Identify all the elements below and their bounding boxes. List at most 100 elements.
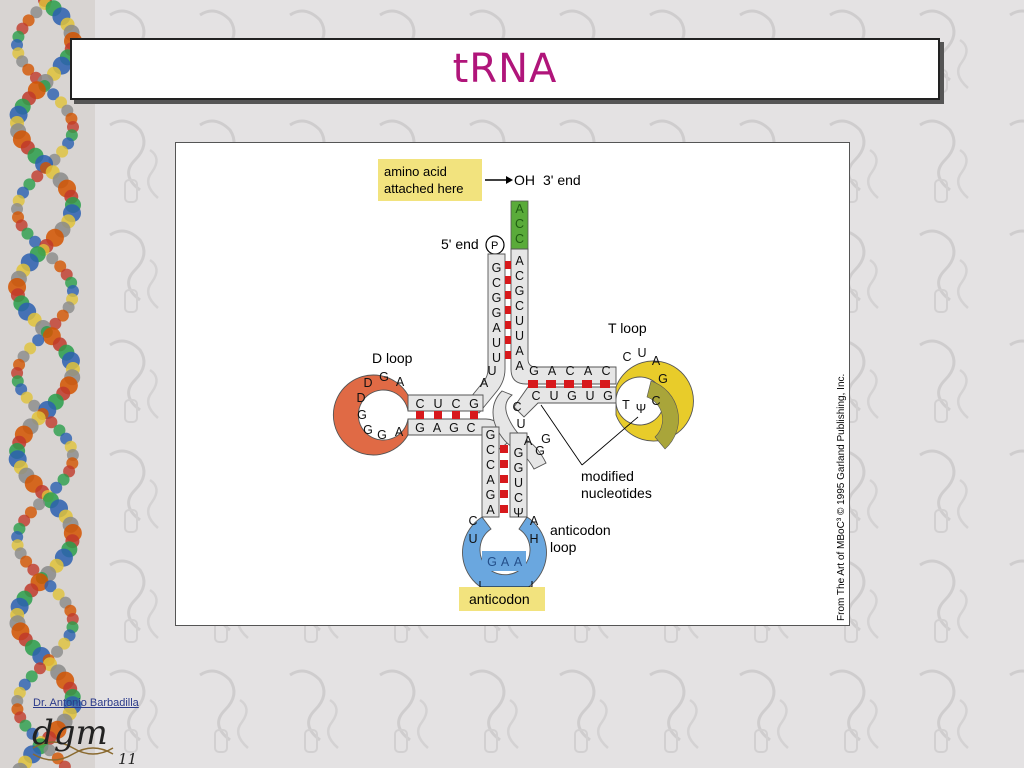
acc-nucleotide: C bbox=[515, 232, 524, 246]
variable-loop-nucleotide: C bbox=[512, 400, 521, 414]
amino-acid-label-line2: attached here bbox=[384, 181, 464, 196]
base-pair bbox=[500, 460, 508, 468]
junction-nucleotide: U bbox=[487, 364, 496, 378]
helix-bead bbox=[51, 752, 64, 765]
d-loop-label: D loop bbox=[372, 350, 413, 366]
anticodon-loop-nucleotide: C bbox=[468, 514, 477, 528]
helix-bead bbox=[22, 14, 35, 27]
variable-loop-nucleotide: U bbox=[516, 417, 525, 431]
acceptor-right-nucleotide: A bbox=[515, 344, 524, 358]
base-pair bbox=[416, 411, 424, 419]
modified-pointer-2 bbox=[581, 416, 639, 466]
t-stem-nucleotide: C bbox=[531, 389, 540, 403]
modified-label-line1: modified bbox=[581, 468, 634, 484]
base-pair bbox=[434, 411, 442, 419]
anticodon-stem-nucleotide: C bbox=[514, 491, 523, 505]
dna-helix-decoration bbox=[0, 0, 95, 768]
acceptor-left-nucleotide: G bbox=[492, 291, 502, 305]
anticodon-stem-nucleotide: G bbox=[486, 488, 496, 502]
anticodon-stem-nucleotide: C bbox=[486, 458, 495, 472]
d-loop-nucleotide: G bbox=[357, 408, 367, 422]
attachment-arrow-head bbox=[506, 176, 513, 184]
junction-nucleotide: A bbox=[480, 376, 489, 390]
base-pair bbox=[500, 490, 508, 498]
acceptor-stem-right-strand bbox=[510, 248, 617, 385]
t-stem-nucleotide: G bbox=[567, 389, 577, 403]
modified-pointer-1 bbox=[540, 404, 583, 466]
base-pair bbox=[500, 445, 508, 453]
d-loop-nucleotide: D bbox=[356, 391, 365, 405]
helix-bead bbox=[24, 506, 37, 519]
d-stem-nucleotide: C bbox=[466, 421, 475, 435]
helix-bead bbox=[20, 555, 33, 568]
base-pair bbox=[500, 505, 508, 513]
t-stem-nucleotide: A bbox=[548, 364, 557, 378]
anticodon-loop-nucleotide: U bbox=[468, 532, 477, 546]
variable-loop-nucleotide: A bbox=[524, 434, 533, 448]
acceptor-right-nucleotide: A bbox=[515, 254, 524, 268]
t-loop-nucleotide: U bbox=[637, 346, 646, 360]
anticodon-loop-nucleotide: H bbox=[529, 532, 538, 546]
helix-bead bbox=[32, 334, 45, 347]
anticodon-stem-nucleotide: G bbox=[514, 461, 524, 475]
three-prime-end-label: 3' end bbox=[543, 172, 581, 188]
t-loop-label: T loop bbox=[608, 320, 647, 336]
dgm-logo: dgm bbox=[32, 713, 114, 761]
t-stem-nucleotide: C bbox=[565, 364, 574, 378]
base-pair bbox=[500, 475, 508, 483]
acceptor-right-nucleotide: U bbox=[515, 314, 524, 328]
anticodon-loop-label-line1: anticodon bbox=[550, 522, 611, 538]
acceptor-left-nucleotide: U bbox=[492, 351, 501, 365]
helix-bead bbox=[45, 416, 58, 429]
d-loop-nucleotide: D bbox=[363, 376, 372, 390]
variable-loop-nucleotide: G bbox=[541, 432, 551, 446]
d-stem-nucleotide: C bbox=[415, 397, 424, 411]
helix-bead bbox=[52, 588, 65, 601]
helix-bead bbox=[55, 96, 68, 109]
base-pair bbox=[452, 411, 460, 419]
anticodon-nucleotide: A bbox=[514, 555, 523, 569]
helix-bead bbox=[44, 580, 57, 593]
page-number: 11 bbox=[118, 750, 138, 768]
helix-bead bbox=[33, 498, 46, 511]
base-pair bbox=[564, 380, 574, 388]
helix-bead bbox=[53, 424, 66, 437]
helix-bead bbox=[49, 317, 62, 330]
acceptor-right-nucleotide: C bbox=[515, 269, 524, 283]
helix-bead bbox=[58, 637, 71, 650]
helix-bead bbox=[26, 727, 39, 740]
acceptor-right-nucleotide: G bbox=[515, 284, 525, 298]
title-box: tRNA bbox=[70, 38, 940, 100]
author-name[interactable]: Dr. Antonio Barbadilla bbox=[33, 697, 139, 709]
anticodon-stem-nucleotide: C bbox=[486, 443, 495, 457]
helix-bead bbox=[56, 309, 69, 322]
amino-acid-label-line1: amino acid bbox=[384, 164, 447, 179]
t-stem-nucleotide: G bbox=[529, 364, 539, 378]
anticodon-stem-nucleotide: G bbox=[514, 446, 524, 460]
helix-bead bbox=[54, 260, 67, 273]
base-pair bbox=[546, 380, 556, 388]
t-loop bbox=[615, 360, 694, 450]
t-loop-nucleotide: A bbox=[652, 354, 661, 368]
anticodon-stem-nucleotide: Ψ bbox=[513, 506, 523, 520]
helix-bead bbox=[12, 762, 28, 768]
anticodon-loop-nucleotide: A bbox=[530, 514, 539, 528]
acceptor-left-nucleotide: C bbox=[492, 276, 501, 290]
helix-bead bbox=[57, 473, 70, 486]
amino-acid-label-box bbox=[378, 159, 482, 201]
anticodon-nucleotide: G bbox=[487, 555, 497, 569]
d-stem-nucleotide: C bbox=[451, 397, 460, 411]
acceptor-right-nucleotide: U bbox=[515, 329, 524, 343]
anticodon-label-box bbox=[459, 587, 545, 611]
base-pair bbox=[505, 321, 511, 329]
acceptor-left-nucleotide: G bbox=[492, 261, 502, 275]
t-stem-strand-bottom bbox=[513, 386, 617, 418]
anticodon-stem-nucleotide: A bbox=[486, 503, 495, 517]
acceptor-stem-left-strand bbox=[465, 253, 506, 414]
five-prime-end-label: 5' end bbox=[441, 236, 479, 252]
phosphate-label: P bbox=[491, 240, 498, 252]
t-stem-nucleotide: C bbox=[601, 364, 610, 378]
d-loop-nucleotide: G bbox=[379, 370, 389, 384]
helix-bead bbox=[47, 88, 60, 101]
helix-bead bbox=[22, 63, 35, 76]
